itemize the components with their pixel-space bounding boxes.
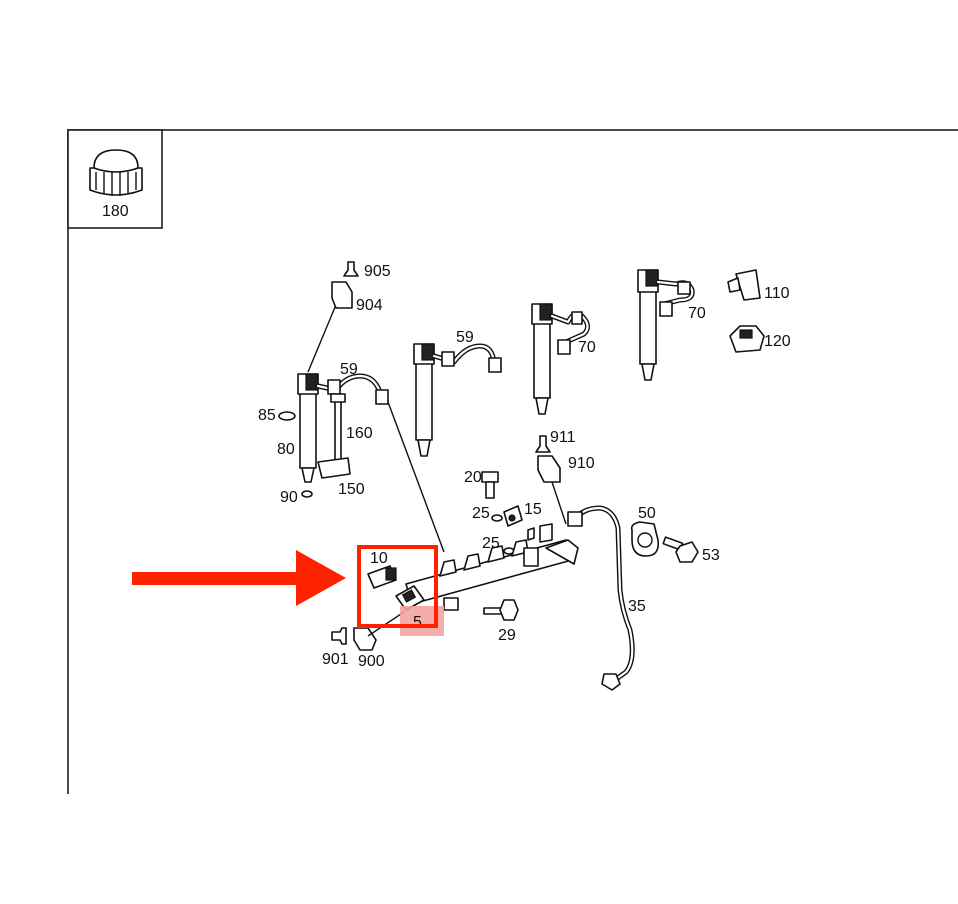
connector-904 (331, 281, 353, 309)
highlight-arrow (132, 550, 346, 606)
label-904: 904 (356, 297, 383, 314)
bolt-160 (330, 393, 346, 461)
pin-905 (343, 261, 359, 277)
pressure-valve-10 (367, 565, 397, 589)
label-900: 900 (358, 653, 385, 670)
injector-80 (297, 373, 319, 483)
label-901: 901 (322, 651, 349, 668)
label-70-left: 70 (578, 339, 596, 356)
highlight-box (357, 545, 438, 628)
fuel-rail (405, 523, 579, 611)
bolt-53 (662, 536, 699, 563)
inset-box: 180 (67, 129, 163, 229)
label-90: 90 (280, 489, 298, 506)
label-910: 910 (568, 455, 595, 472)
label-25-bottom: 25 (482, 535, 500, 552)
label-15: 15 (524, 501, 542, 518)
label-29: 29 (498, 627, 516, 644)
label-150: 150 (338, 481, 365, 498)
cap-icon (89, 149, 143, 196)
label-20: 20 (464, 469, 482, 486)
label-70-right: 70 (688, 305, 706, 322)
label-25-top: 25 (472, 505, 490, 522)
connector-900 (353, 627, 377, 651)
injector-4 (637, 269, 659, 381)
label-911: 911 (550, 429, 576, 446)
connector-910 (537, 455, 561, 483)
label-905: 905 (364, 263, 391, 280)
label-85: 85 (258, 407, 276, 424)
inset-label: 180 (102, 203, 129, 220)
injector-3 (531, 303, 553, 415)
label-53: 53 (702, 547, 720, 564)
bracket-120 (729, 325, 765, 353)
label-10: 10 (370, 550, 388, 567)
label-5: 5 (413, 614, 422, 631)
label-110: 110 (764, 285, 790, 302)
label-35: 35 (628, 598, 646, 615)
clamp-50 (630, 521, 660, 557)
clamp-150 (317, 457, 351, 479)
label-160: 160 (346, 425, 373, 442)
label-120: 120 (764, 333, 791, 350)
banjo-bolt-20 (481, 471, 499, 499)
label-59-left: 59 (340, 361, 358, 378)
label-50: 50 (638, 505, 656, 522)
label-80: 80 (277, 441, 295, 458)
pin-911 (535, 435, 551, 453)
injector-2 (413, 343, 435, 457)
label-59-right: 59 (456, 329, 474, 346)
bolt-29 (483, 599, 519, 621)
rail-pressure-sensor-5 (395, 585, 425, 611)
pin-901 (331, 627, 347, 645)
bracket-110 (727, 269, 761, 301)
diagram-frame (67, 129, 958, 794)
